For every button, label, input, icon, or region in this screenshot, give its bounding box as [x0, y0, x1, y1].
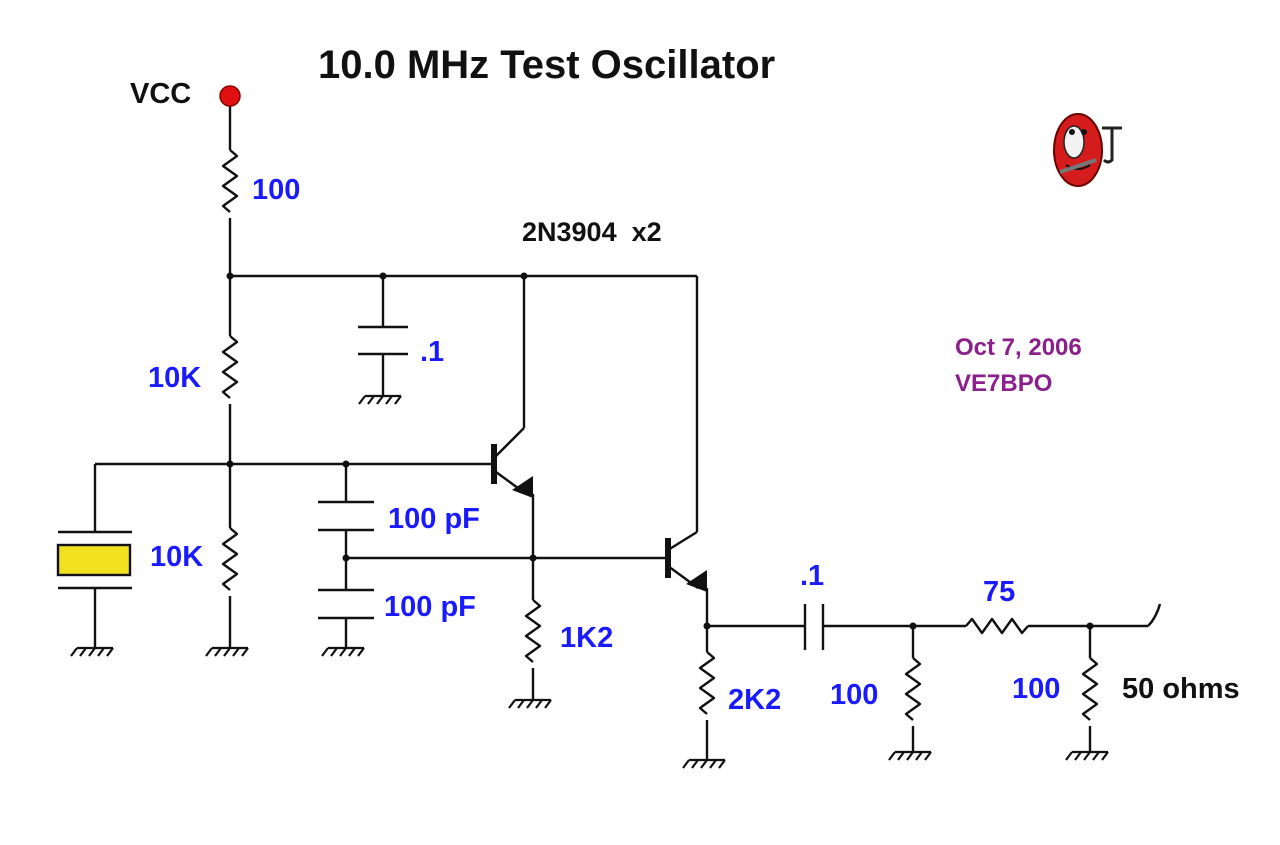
resistor-series — [965, 617, 1029, 635]
label-r-supply: 100 — [252, 174, 301, 206]
junction-dot — [226, 460, 234, 468]
label-r-series: 75 — [983, 576, 1016, 608]
junction-dot — [342, 554, 350, 562]
label-r-shunt-1: 100 — [830, 679, 879, 711]
page-title: 10.0 MHz Test Oscillator — [318, 43, 776, 87]
q2-base — [665, 538, 671, 578]
ground-symbol-fb — [320, 646, 366, 658]
junction-dot — [379, 272, 387, 280]
label-r-bias-bottom: 10K — [150, 541, 204, 573]
vcc-label: VCC — [130, 78, 192, 110]
transistor-part: 2N3904 — [522, 217, 617, 247]
junction-dot — [703, 622, 711, 630]
resistor-shunt-2 — [1081, 657, 1099, 721]
q1-base — [491, 444, 497, 484]
mascot-icon — [1053, 113, 1122, 187]
junction-dot — [1086, 622, 1094, 630]
q2-collector-leg — [667, 530, 698, 552]
q1-collector-leg — [495, 427, 525, 457]
resistor-shunt-1 — [904, 657, 922, 721]
signature-callsign: VE7BPO — [955, 370, 1053, 397]
transistor-label: 2N3904 x2 — [522, 219, 662, 246]
ground-symbol-shunt1 — [887, 750, 933, 762]
resistor-emitter-1 — [524, 599, 542, 663]
junction-dot — [520, 272, 528, 280]
crystal-body — [56, 543, 132, 577]
output-terminal — [1147, 603, 1162, 627]
ground-symbol-bypass — [357, 394, 403, 406]
vcc-node — [219, 85, 241, 107]
junction-dot — [909, 622, 917, 630]
ground-symbol-q1 — [507, 698, 553, 710]
junction-dot — [226, 272, 234, 280]
resistor-emitter-2 — [698, 651, 716, 715]
junction-dot — [529, 554, 537, 562]
transistor-count: x2 — [631, 217, 662, 247]
ground-symbol-shunt2 — [1064, 750, 1110, 762]
resistor-bias-bottom — [221, 527, 239, 591]
ground-symbol-bias — [204, 646, 250, 658]
capacitor-fb1 — [318, 500, 374, 532]
ground-symbol-crystal — [69, 646, 115, 658]
ground-symbol-q2 — [681, 758, 727, 770]
label-r-shunt-2: 100 — [1012, 673, 1061, 705]
label-r-bias-top: 10K — [148, 362, 202, 394]
capacitor-coupling — [803, 604, 825, 650]
q2-emitter-arrow — [686, 570, 707, 592]
output-impedance-label: 50 ohms — [1122, 673, 1240, 705]
junction-dot — [342, 460, 350, 468]
label-c-feedback-1: 100 pF — [388, 503, 480, 535]
label-r-emitter-1: 1K2 — [560, 622, 614, 654]
label-c-bypass: .1 — [420, 336, 445, 368]
capacitor-fb2 — [318, 588, 374, 620]
label-c-feedback-2: 100 pF — [384, 591, 476, 623]
q1-emitter-arrow — [512, 476, 533, 498]
label-c-coupling: .1 — [800, 560, 825, 592]
capacitor-bypass — [358, 325, 408, 356]
resistor-bias-top — [221, 335, 239, 399]
label-r-emitter-2: 2K2 — [728, 684, 782, 716]
signature-date: Oct 7, 2006 — [955, 334, 1082, 361]
resistor-supply — [221, 149, 239, 213]
